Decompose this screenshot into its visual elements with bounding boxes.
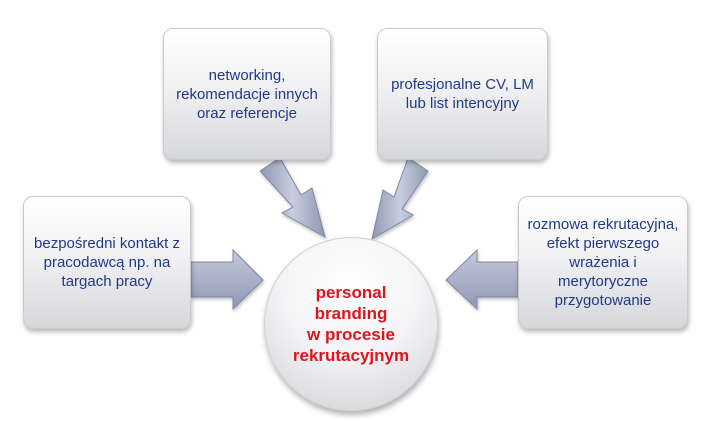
center-node-label: personal branding w procesie rekrutacyjn… bbox=[292, 283, 410, 365]
node-networking: networking, rekomendacje innych oraz ref… bbox=[163, 28, 331, 160]
node-cv-label: profesjonalne CV, LM lub list intencyjny bbox=[391, 76, 534, 112]
node-direct-contact: bezpośredni kontakt z pracodawcą np. na … bbox=[23, 196, 191, 329]
node-cv: profesjonalne CV, LM lub list intencyjny bbox=[377, 28, 548, 160]
arrow-left-to-center bbox=[190, 248, 264, 311]
arrow-top-left-to-center bbox=[259, 157, 326, 239]
node-interview: rozmowa rekrutacyjna, efekt pierwszego w… bbox=[518, 196, 688, 329]
arrow-top-right-to-center bbox=[371, 157, 429, 241]
node-networking-label: networking, rekomendacje innych oraz ref… bbox=[176, 66, 318, 122]
arrow-right-to-center bbox=[445, 248, 519, 311]
node-interview-label: rozmowa rekrutacyjna, efekt pierwszego w… bbox=[527, 216, 679, 309]
node-direct-contact-label: bezpośredni kontakt z pracodawcą np. na … bbox=[34, 235, 180, 290]
center-node: personal branding w procesie rekrutacyjn… bbox=[264, 237, 438, 411]
